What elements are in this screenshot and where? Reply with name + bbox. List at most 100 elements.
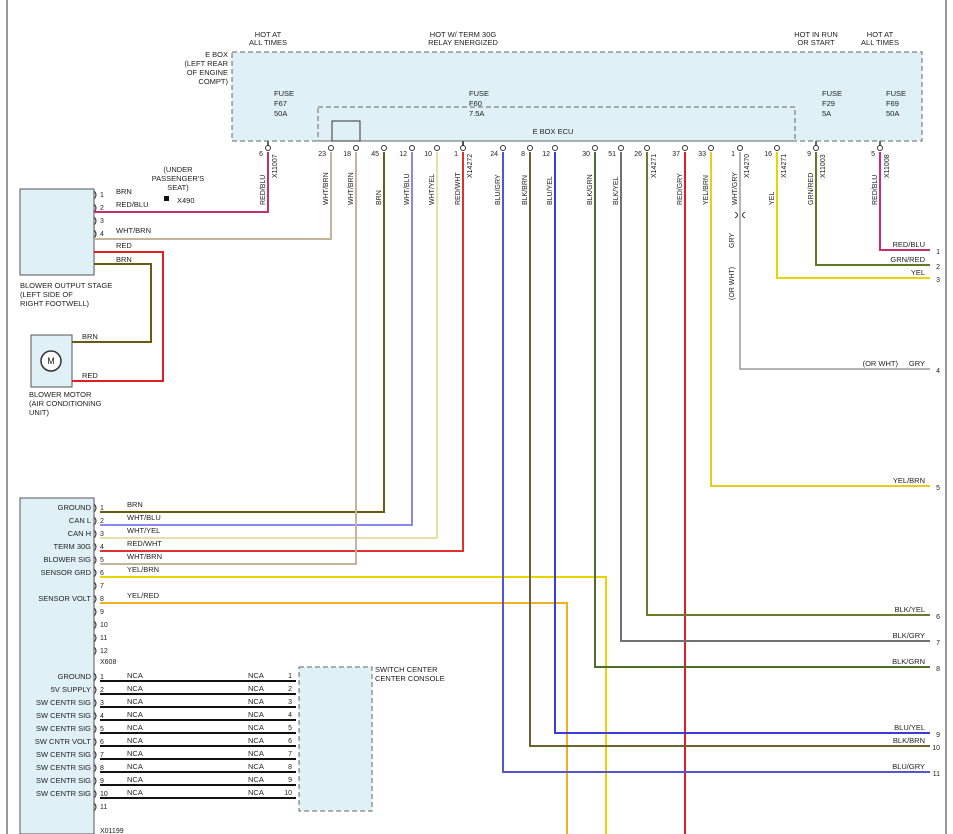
ecu-pin-number: 5	[871, 151, 875, 158]
ecu-pin-wire-color: WHT/GRY	[732, 172, 739, 205]
x01199-pin-wire: NCA	[127, 671, 143, 680]
output-wire-label: GRN/RED	[890, 255, 925, 264]
ecu-pin-number: 26	[634, 151, 642, 158]
switch-pin-number: 9	[288, 777, 292, 784]
ecu-pin-connector: X11008	[884, 154, 891, 178]
motor-lead-label: RED	[82, 371, 98, 380]
output-wire-label: RED/BLU	[892, 240, 925, 249]
x01199-pin-wire: NCA	[127, 710, 143, 719]
wire-output-8	[594, 152, 930, 668]
blower-stage-pin-number: 3	[100, 218, 104, 225]
fuse-rating: 5A	[822, 109, 831, 118]
wire-output-4	[739, 152, 930, 370]
blower-stage-pin-number: 1	[100, 192, 104, 199]
ebox-label: (LEFT REAR	[184, 59, 228, 68]
switch-pin-number: 10	[284, 790, 292, 797]
fuse-rating: 50A	[886, 109, 899, 118]
ecu-pin-connector: X14271	[651, 154, 658, 178]
fuse-id: F69	[886, 99, 899, 108]
ecu-pin-wire-color: BLK/GRN	[587, 174, 594, 205]
wire-wht-yel-canh	[100, 152, 438, 539]
x01199-pin-bracket	[93, 789, 97, 799]
fuse-id: F67	[274, 99, 287, 108]
ecu-pin-wire-color: WHT/YEL	[429, 174, 436, 205]
wire-red-blu-f67	[94, 152, 269, 213]
ecu-pin-terminal	[434, 145, 440, 151]
ecu-pin-wire-color: YEL	[769, 192, 776, 205]
wire-output-7	[620, 152, 930, 642]
output-wire-label: BLK/GRN	[892, 657, 925, 666]
wire-red-motor	[72, 251, 164, 382]
switch-pin-number: 1	[288, 673, 292, 680]
x608-pin-function: GROUND	[58, 503, 92, 512]
x608-pin-function: SENSOR VOLT	[38, 594, 91, 603]
ecu-pin-number: 24	[490, 151, 498, 158]
ecu-pin-connector: X14272	[467, 154, 474, 178]
fuse-label: FUSE	[886, 89, 906, 98]
ecu-pin-terminal	[877, 145, 883, 151]
output-wire-label: GRY	[909, 359, 925, 368]
x608-pin-bracket	[93, 503, 97, 513]
ecu-pin-number: 9	[807, 151, 811, 158]
x01199-pin-number: 7	[100, 752, 104, 759]
x01199-pin-wire: NCA	[127, 736, 143, 745]
x608-pin-wire: WHT/BRN	[127, 552, 162, 561]
x01199-pin-wire: NCA	[127, 749, 143, 758]
blower-motor-label: BLOWER MOTOR	[29, 390, 92, 399]
x608-pin-number: 6	[100, 570, 104, 577]
x608-pin-bracket	[93, 529, 97, 539]
ground-point-label: X490	[177, 196, 195, 205]
x01199-pin-wire: NCA	[127, 697, 143, 706]
ecu-pin-number: 45	[371, 151, 379, 158]
x608-pin-number: 1	[100, 505, 104, 512]
switch-pin-number: 5	[288, 725, 292, 732]
ecu-pin-terminal	[409, 145, 415, 151]
x608-pin-number: 5	[100, 557, 104, 564]
ecu-pin-number: 12	[542, 151, 550, 158]
x608-pin-bracket	[93, 633, 97, 643]
ecu-pin-number: 33	[698, 151, 706, 158]
wire-output-9	[554, 152, 930, 734]
x01199-pin-number: 1	[100, 674, 104, 681]
ecu-pin-connector: X14271	[781, 154, 788, 178]
x01199-pin-wire-right: NCA	[248, 749, 264, 758]
ecu-pin-connector: X11007	[272, 154, 279, 178]
ecu-pin-terminal	[708, 145, 714, 151]
x01199-pin-bracket	[93, 672, 97, 682]
x01199-pin-wire: NCA	[127, 684, 143, 693]
output-number: 5	[936, 485, 940, 492]
wire-output-1	[879, 152, 930, 251]
supply-label: HOT IN RUN	[794, 30, 838, 39]
ecu-pin-number: 1	[731, 151, 735, 158]
wire-output-10	[529, 152, 930, 747]
x608-pin-wire: WHT/YEL	[127, 526, 160, 535]
output-number: 7	[936, 640, 940, 647]
ecu-outline	[317, 106, 796, 142]
x608-pin-bracket	[93, 581, 97, 591]
wire-yel-brn-sensor-grd	[100, 576, 607, 834]
climate-module-box	[19, 497, 95, 834]
switch-center-label: CENTER CONSOLE	[375, 674, 445, 683]
blower-stage-label: (LEFT SIDE OF	[20, 290, 73, 299]
blower-stage-pin-wire: BRN	[116, 187, 132, 196]
ecu-pin-terminal	[460, 145, 466, 151]
switch-center-label: SWITCH CENTER	[375, 665, 438, 674]
x01199-pin-wire-right: NCA	[248, 684, 264, 693]
x01199-pin-number: 3	[100, 700, 104, 707]
x01199-pin-bracket	[93, 724, 97, 734]
output-number: 8	[936, 666, 940, 673]
wire-output-11	[502, 152, 930, 773]
x01199-pin-bracket	[93, 750, 97, 760]
switch-pin-number: 7	[288, 751, 292, 758]
x608-pin-wire: RED/WHT	[127, 539, 162, 548]
x01199-pin-wire-right: NCA	[248, 671, 264, 680]
output-wire-label: BLK/YEL	[895, 605, 925, 614]
blower-stage-pin-bracket	[93, 229, 97, 239]
ecu-pin-number: 37	[672, 151, 680, 158]
x01199-connector-id: X01199	[100, 828, 124, 834]
fuse-rating: 50A	[274, 109, 287, 118]
x01199-pin-wire-right: NCA	[248, 762, 264, 771]
wire-brn-motor	[72, 263, 152, 343]
switch-pin-number: 8	[288, 764, 292, 771]
